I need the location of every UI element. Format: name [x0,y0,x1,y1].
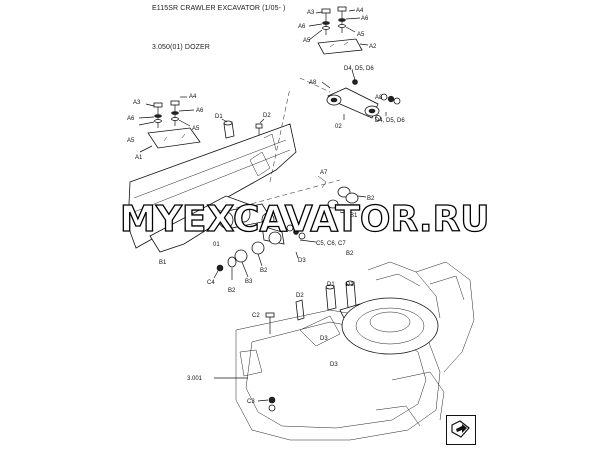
callout-a6: A6 [298,24,306,30]
callout-d4-d5-d6: D4, D5, D6 [344,66,374,72]
pin-a7-bushes-b2 [317,175,367,215]
document-title: E115SR CRAWLER EXCAVATOR (1/05- ) [152,5,286,12]
callout-d1: D1 [215,114,223,120]
washers-c5-c6-c7 [286,224,317,259]
callout-b1: B1 [350,213,358,219]
callout-d4-d5-d6: D4, D5, D6 [375,118,405,124]
bolts-a3-a4-left [138,96,195,128]
callout-a1: A1 [135,155,143,161]
callout-3-001: 3.001 [187,376,203,382]
callout-a6: A6 [361,16,369,22]
callout-b1: B1 [159,260,167,266]
callout-d2: D2 [263,113,271,119]
callout-02: 02 [335,124,342,130]
callout-a5: A5 [357,32,365,38]
chassis-frame [214,261,475,441]
bolts-a3-a4-top [308,6,361,41]
cylinder-01 [218,87,341,245]
next-page-arrow-glyph [451,420,470,438]
section-title: 3.050(01) DOZER [152,44,210,51]
callout-a5: A5 [127,138,135,144]
callout-a3: A3 [133,100,141,106]
callout-c3: C3 [247,399,255,405]
callout-d3: D3 [330,362,338,368]
bracket-02 [299,69,401,121]
callout-d1: D1 [346,282,354,288]
callout-d1: D1 [327,282,335,288]
plate-a1 [139,127,201,153]
callout-a8: A8 [309,80,317,86]
callout-a5: A5 [303,38,311,44]
callout-b2: B2 [260,268,268,274]
callout-a8: A8 [375,95,383,101]
next-page-arrow-icon[interactable] [446,415,476,445]
callout-b2: B2 [346,251,354,257]
callout-b2: B2 [228,288,236,294]
callout-a7: A7 [320,170,328,176]
dozer-blade-b1 [127,123,297,253]
plate-a2 [317,38,369,55]
callout-labels: A3 A4 A6 A6 A5 A5 A2 D4, D5, D6 A8 A8 02… [127,8,405,405]
callout-d2: D2 [296,293,304,299]
callout-d3: D3 [298,258,306,264]
callout-c4: C4 [207,280,215,286]
callout-a4: A4 [356,8,364,14]
callout-d3: D3 [320,336,328,342]
callout-c2: C2 [252,313,260,319]
callout-a4: A4 [189,94,197,100]
callout-01: 01 [213,242,220,248]
callout-a6: A6 [196,108,204,114]
callout-a2: A2 [369,44,377,50]
callout-a5: A5 [192,126,200,132]
callout-b2: B2 [367,196,375,202]
callout-a3: A3 [307,10,315,16]
watermark-text: MYEXCAVATOR.RU [120,199,489,240]
bushes-b2-b3-c4 [213,241,265,280]
pin-d1-upper [221,118,235,139]
callout-b3: B3 [245,279,253,285]
callout-c5-c6-c7: C5, C6, C7 [316,241,346,247]
callout-a6: A6 [127,116,135,122]
